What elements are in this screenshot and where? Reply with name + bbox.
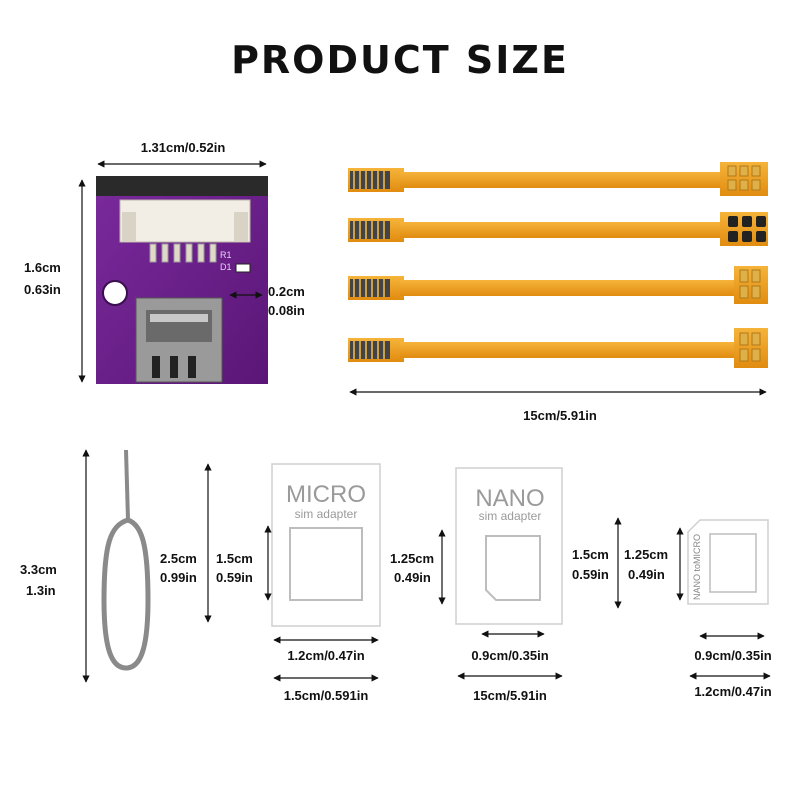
svg-text:sim adapter: sim adapter	[479, 509, 542, 523]
flex-cable-micro	[348, 162, 768, 196]
nano-to-micro-adapter: NANO toMICRO	[687, 519, 769, 605]
flex-cables	[348, 162, 768, 368]
pin-height-cm: 3.3cm	[20, 562, 57, 577]
board-width-label: 1.31cm/0.52in	[140, 140, 226, 155]
micro-inner-height-cm: 1.5cm	[216, 551, 253, 566]
hole-in: 0.08in	[268, 303, 305, 318]
page-title: PRODUCT SIZE	[231, 38, 569, 82]
hole-cm: 0.2cm	[268, 284, 305, 299]
n2m-inner-height-in: 0.49in	[628, 567, 665, 582]
svg-text:NANO: NANO	[475, 485, 544, 512]
n2m-outer-height-cm: 1.5cm	[572, 547, 609, 562]
micro-inner-height-in: 0.59in	[216, 570, 253, 585]
nano-inner-width-label: 0.9cm/0.35in	[471, 648, 549, 663]
nano-outer-width-label: 15cm/5.91in	[473, 688, 547, 703]
n2m-outer-width-label: 1.2cm/0.47in	[694, 684, 772, 699]
micro-outer-width-label: 1.5cm/0.591in	[283, 688, 369, 703]
board-height-cm: 1.6cm	[24, 260, 61, 275]
nano-sim-adapter: NANO sim adapter	[455, 467, 563, 625]
micro-outer-height-cm: 2.5cm	[160, 551, 197, 566]
micro-sim-adapter: MICRO sim adapter	[271, 463, 381, 627]
svg-text:sim adapter: sim adapter	[295, 507, 358, 521]
micro-outer-height-in: 0.99in	[160, 570, 197, 585]
pin-height-in: 1.3in	[26, 583, 56, 598]
svg-text:MICRO: MICRO	[286, 481, 366, 508]
flex-cable-nano	[348, 266, 768, 304]
n2m-outer-height-in: 0.59in	[572, 567, 609, 582]
fpc-connector	[119, 199, 251, 243]
nano-inner-height-in: 0.49in	[394, 570, 431, 585]
cable-length-label: 15cm/5.91in	[523, 408, 597, 423]
board-height-in: 0.63in	[24, 282, 61, 297]
svg-text:R1: R1	[220, 250, 232, 260]
micro-inner-width-label: 1.2cm/0.47in	[287, 648, 365, 663]
svg-text:D1: D1	[220, 262, 232, 272]
flex-cable-micro-alt	[348, 328, 768, 368]
flex-cable-standard	[348, 212, 768, 246]
nano-inner-height-cm: 1.25cm	[390, 551, 435, 566]
sim-ejector-pin	[101, 449, 151, 671]
n2m-inner-height-cm: 1.25cm	[624, 547, 669, 562]
mounting-hole	[102, 280, 128, 306]
n2m-inner-width-label: 0.9cm/0.35in	[694, 648, 772, 663]
board-edge-connector	[96, 176, 268, 196]
svg-text:NANO toMICRO: NANO toMICRO	[692, 534, 702, 600]
sim-breakout-board: R1 D1	[96, 176, 268, 384]
